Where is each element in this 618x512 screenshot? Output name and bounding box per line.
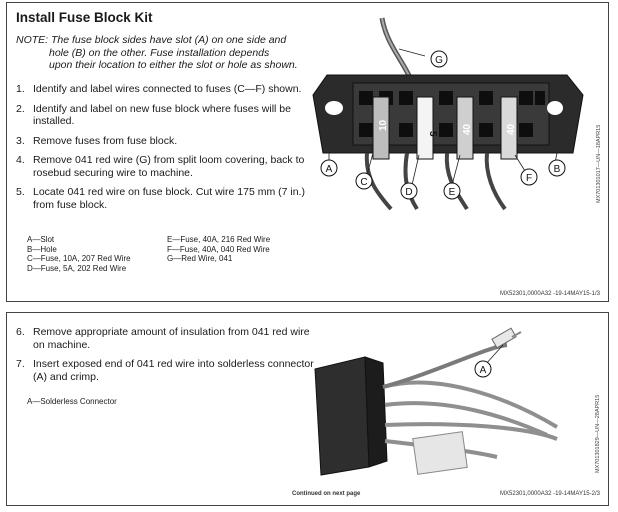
callout-f — [520, 168, 538, 186]
step-text: Identify and label wires connected to fu… — [33, 83, 302, 95]
instruction-panel-2: 6. Remove appropriate amount of insulatio… — [6, 312, 609, 506]
legend-entry: D—Fuse, 5A, 202 Red Wire — [27, 263, 127, 273]
connector-figure: A — [314, 327, 559, 476]
callout-label: F — [526, 173, 532, 184]
connector-block — [314, 356, 370, 476]
callout-label: A — [326, 164, 333, 175]
footer-reference: MX52301,0000A32 -19-14MAY15-1/3 — [500, 291, 600, 297]
step-number: 2. — [16, 102, 25, 115]
note-line-1: NOTE: The fuse block sides have slot (A)… — [16, 34, 287, 46]
legend-entry: A—Solderless Connector — [27, 397, 117, 406]
fuse-label: 40 — [506, 123, 517, 135]
callout-a — [474, 360, 492, 378]
callout-e — [443, 182, 461, 200]
legend-entry: C—Fuse, 10A, 207 Red Wire — [27, 254, 131, 263]
step-list-2: 6. Remove appropriate amount of insulatio… — [16, 326, 315, 390]
step-number: 1. — [16, 83, 25, 95]
legend-entry: A—Slot — [27, 235, 55, 244]
step-item: 1. Identify and label wires connected to … — [16, 83, 315, 96]
fuse-c — [372, 96, 390, 160]
legend-right: E—Fuse, 40A, 216 Red Wire F—Fuse, 40A, 0… — [167, 235, 270, 264]
figure-code: MX701301829—UN—28APR15 — [595, 394, 601, 473]
callout-label: A — [480, 365, 487, 376]
legend-connector: A—Solderless Connector — [27, 397, 117, 407]
fuse-d — [416, 96, 434, 160]
step-item: 6. Remove appropriate amount of insulatio… — [16, 326, 315, 351]
step-number: 6. — [16, 326, 25, 338]
callout-label: B — [554, 164, 561, 175]
step-number: 5. — [16, 186, 25, 198]
section-title: Install Fuse Block Kit — [16, 10, 153, 25]
callout-b — [548, 159, 566, 177]
fuse-e — [456, 96, 474, 160]
note-text: NOTE: The fuse block sides have slot (A)… — [16, 34, 316, 72]
step-text: Remove appropriate amount of insulation … — [33, 326, 310, 351]
hole-b — [547, 101, 563, 115]
legend-entry: E—Fuse, 40A, 216 Red Wire — [167, 235, 271, 244]
step-item: 4. Remove 041 red wire (G) from split loo… — [16, 154, 315, 179]
note-line-3: upon their location to either the slot o… — [49, 59, 298, 71]
step-number: 7. — [16, 358, 25, 370]
wire-tag — [412, 431, 468, 475]
callout-a — [320, 159, 338, 177]
step-text: Identify and label on new fuse block whe… — [33, 102, 291, 128]
legend-entry: B—Hole — [27, 244, 57, 254]
step-item: 7. Insert exposed end of 041 red wire int… — [16, 358, 315, 383]
step-text: Remove fuses from fuse block. — [33, 134, 178, 147]
fuse-block-figure: 10 5 40 40 G A C D — [312, 17, 584, 211]
callout-label: G — [435, 55, 443, 66]
fuse-f — [500, 96, 518, 160]
note-line-2: hole (B) on the other. Fuse installation… — [49, 46, 270, 59]
slot-a — [325, 101, 343, 115]
callout-d — [400, 182, 418, 200]
step-item: 2. Identify and label on new fuse block w… — [16, 103, 315, 128]
step-item: 3. Remove fuses from fuse block. — [16, 135, 315, 148]
instruction-panel-1: Install Fuse Block Kit NOTE: The fuse bl… — [6, 2, 609, 302]
footer-reference: MX52301,0000A32 -19-14MAY15-2/3 — [500, 491, 600, 497]
step-text: Locate 041 red wire on fuse block. Cut w… — [33, 186, 305, 211]
step-list-1: 1. Identify and label wires connected to … — [16, 83, 315, 218]
callout-g — [430, 50, 448, 68]
continued-note: Continued on next page — [292, 491, 361, 497]
callout-label: D — [405, 187, 412, 198]
fuse-label: 40 — [462, 123, 473, 135]
step-number: 4. — [16, 154, 25, 166]
step-text: Insert exposed end of 041 red wire into … — [33, 358, 314, 383]
legend-entry: F—Fuse, 40A, 040 Red Wire — [167, 244, 270, 254]
step-number: 3. — [16, 134, 25, 147]
callout-label: C — [360, 177, 367, 188]
solderless-connector — [491, 327, 517, 349]
legend-entry: G—Red Wire, 041 — [167, 254, 233, 263]
figure-code: MX701301017—UN—18APR15 — [596, 124, 602, 203]
legend-left: A—Slot B—Hole C—Fuse, 10A, 207 Red Wire … — [27, 235, 131, 273]
fuse-label: 10 — [378, 119, 389, 131]
callout-c — [355, 172, 373, 190]
fuse-label: 5 — [427, 131, 438, 137]
callout-label: E — [449, 187, 456, 198]
step-item: 5. Locate 041 red wire on fuse block. Cut… — [16, 186, 315, 211]
step-text: Remove 041 red wire (G) from split loom … — [33, 154, 305, 179]
